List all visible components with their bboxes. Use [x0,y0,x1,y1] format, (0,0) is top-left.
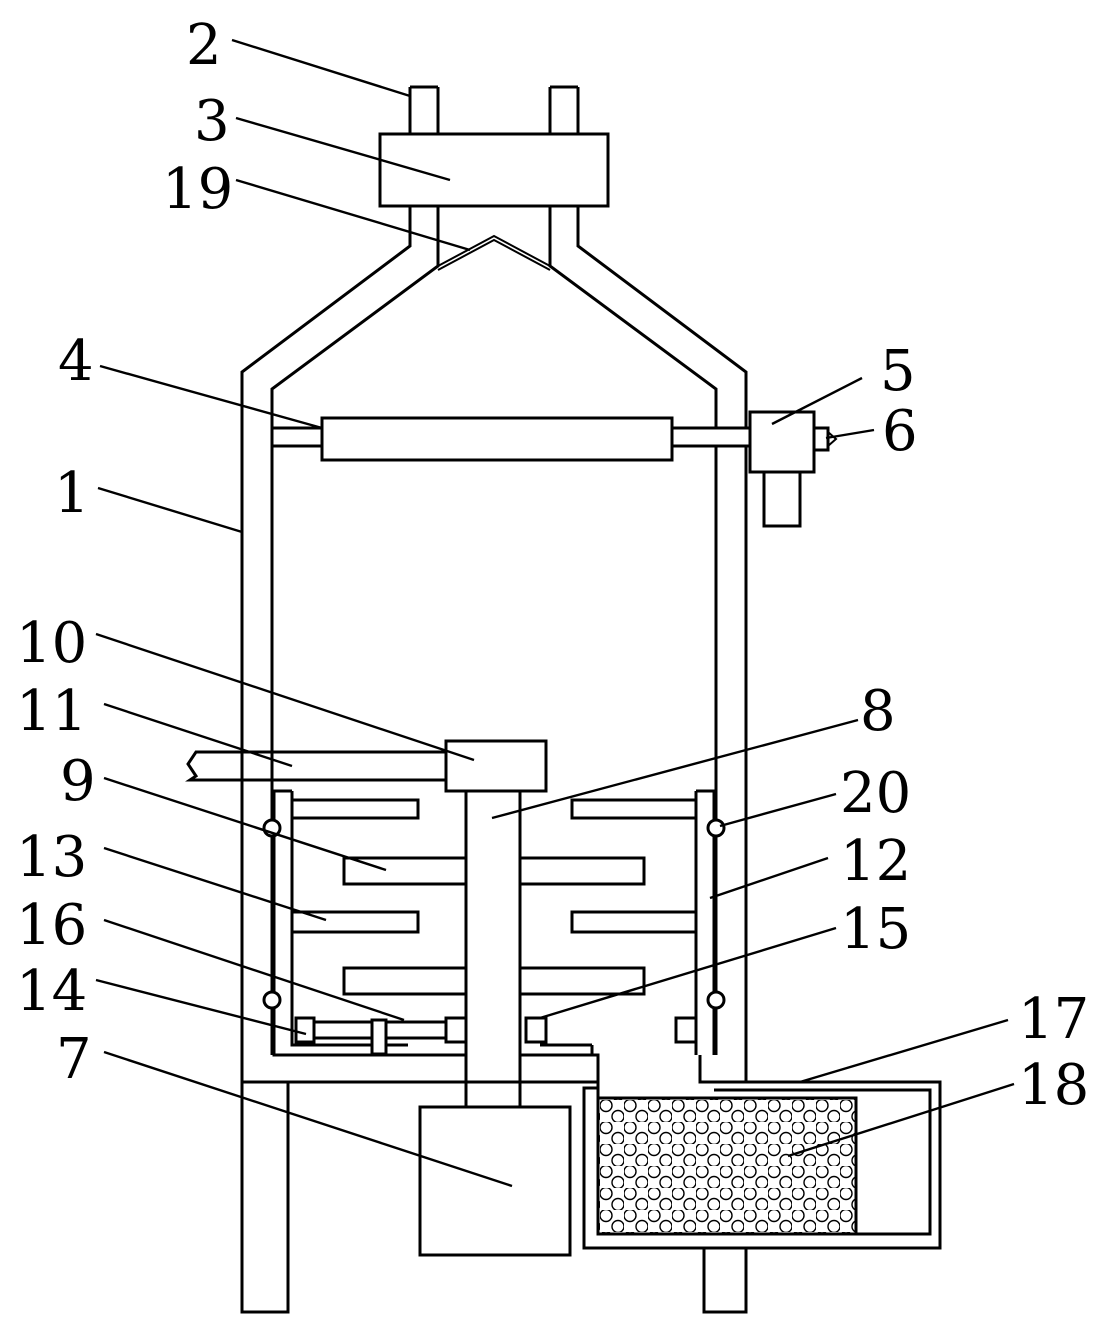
callout-8: 8 [860,679,896,744]
callout-7: 7 [56,1027,92,1092]
callout-9: 9 [60,749,96,814]
cone-cap [437,234,551,271]
callout-2: 2 [186,13,222,78]
callout-13: 13 [16,825,87,890]
side-motor [748,410,838,528]
callout-6: 6 [882,399,918,464]
callout-11: 11 [16,679,87,744]
callout-18: 18 [1018,1053,1089,1118]
central-shaft [464,789,522,1109]
bottom-guide-rail [294,1016,698,1056]
callout-labels: 1 2 3 4 5 6 7 8 9 10 11 12 13 14 15 16 1… [16,13,1089,1118]
callout-16: 16 [16,893,87,958]
callout-3: 3 [194,89,230,154]
upper-roller-assembly [270,416,752,462]
base-frame [240,1080,748,1314]
outlet-pipe [185,750,446,782]
callout-17: 17 [1018,987,1089,1052]
collection-box [582,1055,942,1250]
callout-10: 10 [16,611,87,676]
callout-14: 14 [16,959,87,1024]
callout-12: 12 [840,829,911,894]
callout-4: 4 [58,329,94,394]
callout-15: 15 [840,897,911,962]
callout-20: 20 [840,761,911,826]
leader-lines [95,38,1015,1188]
filter-mesh [596,1096,858,1236]
bearing-block [444,739,548,793]
callout-19: 19 [162,157,233,222]
agitator-blades [290,798,698,996]
callout-5: 5 [880,339,916,404]
callout-1: 1 [54,461,90,526]
